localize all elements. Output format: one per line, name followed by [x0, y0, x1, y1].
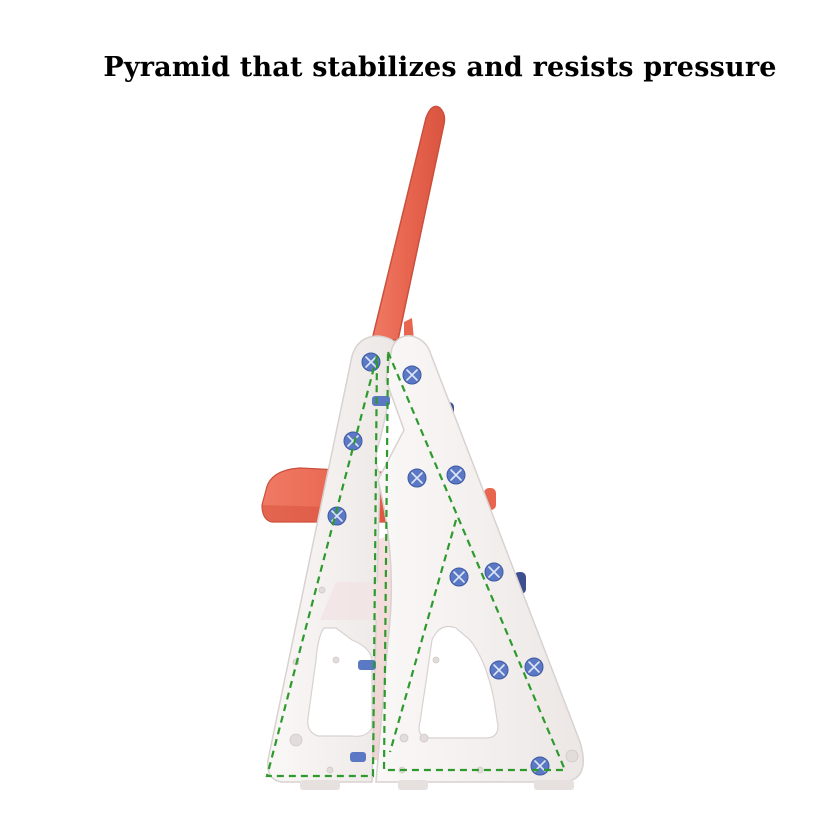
backrest-edge [404, 318, 414, 340]
stability-outline-inner [388, 519, 458, 753]
foot-left [300, 780, 340, 790]
foot-right [534, 780, 574, 790]
frame-cutout-center [320, 582, 378, 620]
page-caption: Pyramid that stabilizes and resists pres… [103, 52, 777, 83]
stability-outline-right [382, 351, 567, 772]
stability-outline-left [265, 355, 379, 778]
foot-middle [398, 780, 428, 790]
frame-cutout-left [307, 627, 373, 737]
latch-bottom [350, 752, 366, 762]
frame-cutout-right [418, 625, 499, 739]
latch-middle [358, 660, 376, 670]
backrest [371, 105, 446, 341]
